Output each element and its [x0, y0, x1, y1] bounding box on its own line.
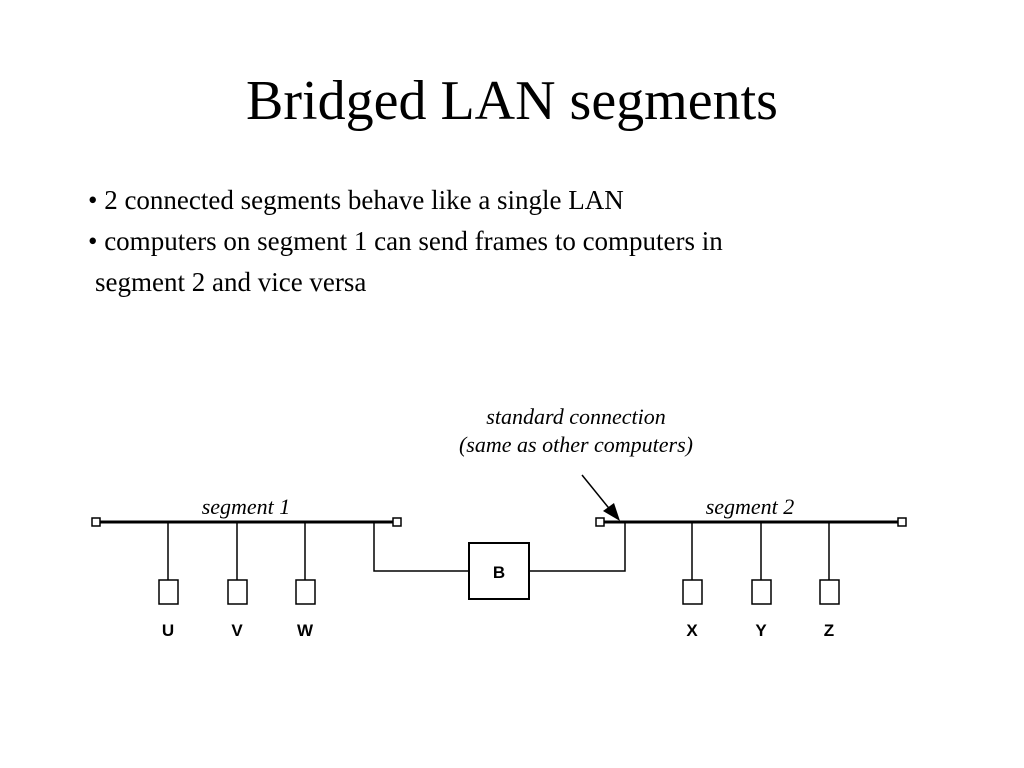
computer-Z: Z: [819, 522, 840, 640]
bullet-item-1: • 2 connected segments behave like a sin…: [88, 180, 968, 221]
annotation-arrow-icon: [581, 474, 620, 521]
computer-label: Z: [824, 621, 834, 640]
bridged-lan-diagram: standard connection (same as other compu…: [91, 404, 907, 640]
computer-label: W: [297, 621, 314, 640]
segment-1-label: segment 1: [202, 494, 291, 519]
bullet-marker: •: [88, 226, 98, 256]
segment-2-label: segment 2: [706, 494, 795, 519]
bridge-connections: [373, 522, 626, 572]
bullet-text: 2 connected segments behave like a singl…: [104, 185, 624, 215]
computer-X: X: [682, 522, 703, 640]
computer-icon: [819, 579, 840, 605]
computer-Y: Y: [751, 522, 772, 640]
slide-title: Bridged LAN segments: [246, 70, 778, 132]
bridge: B: [468, 542, 530, 600]
bullet-item-2: • computers on segment 1 can send frames…: [88, 221, 968, 303]
segment-1-bus: [91, 517, 402, 527]
computer-label: X: [686, 621, 698, 640]
computer-icon: [227, 579, 248, 605]
computer-label: V: [231, 621, 243, 640]
computer-icon: [751, 579, 772, 605]
bridge-label: B: [493, 563, 505, 582]
terminator-icon: [595, 517, 605, 527]
bullet-marker: •: [88, 185, 98, 215]
computer-icon: [682, 579, 703, 605]
annotation-line-1: standard connection: [486, 404, 665, 429]
computer-W: W: [295, 522, 316, 640]
terminator-icon: [392, 517, 402, 527]
segment-2-bus: [595, 517, 907, 527]
bullet-text: computers on segment 1 can send frames t…: [104, 226, 723, 256]
annotation-line-2: (same as other computers): [459, 432, 693, 457]
terminator-icon: [897, 517, 907, 527]
computer-label: Y: [755, 621, 767, 640]
bullet-list: • 2 connected segments behave like a sin…: [88, 180, 968, 303]
computer-U: U: [158, 522, 179, 640]
bullet-text-continuation: segment 2 and vice versa: [95, 267, 367, 297]
computer-icon: [295, 579, 316, 605]
terminator-icon: [91, 517, 101, 527]
computer-label: U: [162, 621, 174, 640]
computer-V: V: [227, 522, 248, 640]
computer-icon: [158, 579, 179, 605]
